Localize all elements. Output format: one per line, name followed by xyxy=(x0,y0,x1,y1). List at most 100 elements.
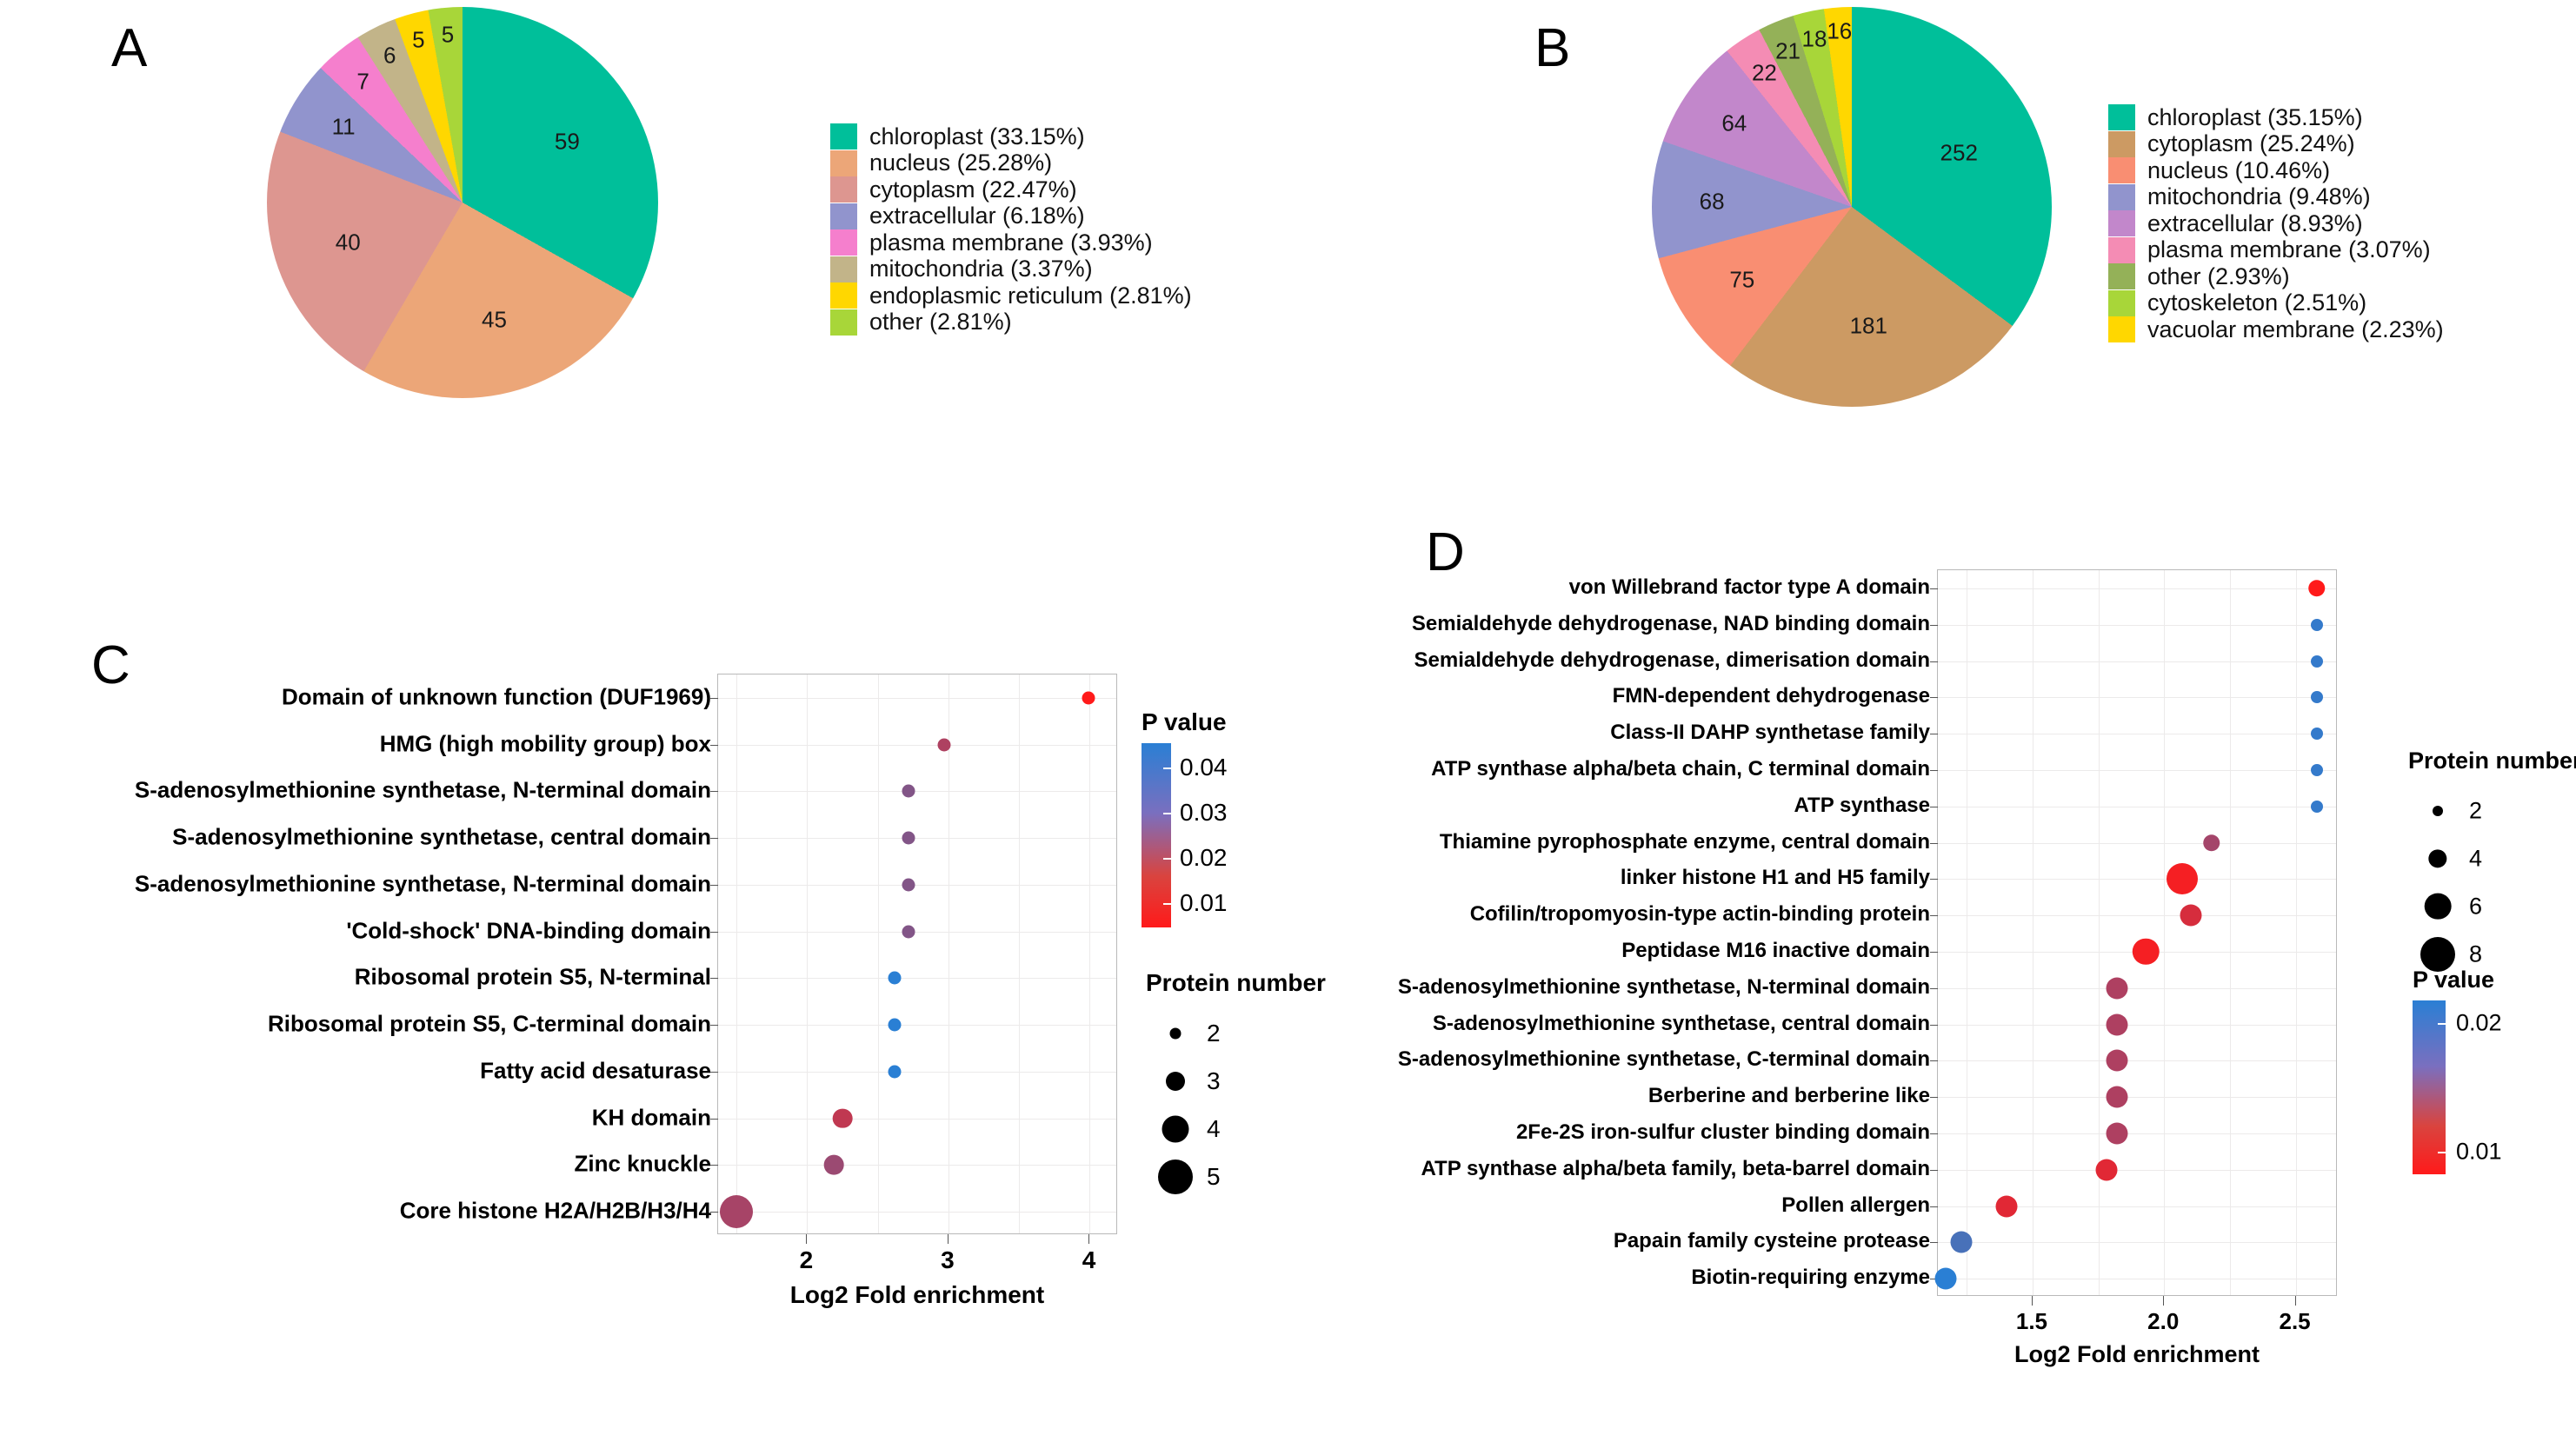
data-point xyxy=(902,925,915,939)
legend-swatch xyxy=(830,203,857,229)
pie-slice-value: 252 xyxy=(1940,139,1978,166)
x-tick-label: 2.5 xyxy=(2279,1308,2311,1334)
category-label: S-adenosylmethionine synthetase, N-termi… xyxy=(134,870,711,897)
legend-swatch xyxy=(2108,263,2135,290)
category-label: Fatty acid desaturase xyxy=(480,1057,711,1084)
y-tick-mark xyxy=(710,931,718,933)
color-scale-label: 0.01 xyxy=(1180,888,1228,916)
pie-slice-value: 59 xyxy=(554,128,580,155)
x-tick-mark xyxy=(2031,1296,2033,1306)
size-legend-label: 8 xyxy=(2469,940,2483,967)
data-point xyxy=(902,878,915,892)
category-label: Class-II DAHP synthetase family xyxy=(1610,721,1930,745)
data-point xyxy=(2106,977,2128,1000)
legend-swatch xyxy=(2108,210,2135,237)
gridline-vertical xyxy=(2229,570,2231,1295)
gridline-horizontal xyxy=(718,791,1116,793)
size-legend-dot xyxy=(2424,893,2452,920)
x-tick-label: 3 xyxy=(941,1246,955,1273)
size-legend-title: Protein number xyxy=(2408,748,2576,774)
legend-item: cytoskeleton (2.51%) xyxy=(2108,289,2444,317)
gridline-horizontal xyxy=(718,978,1116,980)
gridline-vertical xyxy=(2098,570,2100,1295)
category-label: S-adenosylmethionine synthetase, C-termi… xyxy=(1397,1047,1930,1072)
gridline-horizontal xyxy=(1938,1060,2336,1062)
size-legend-dot xyxy=(2428,848,2447,868)
legend-label: nucleus (10.46%) xyxy=(2147,156,2331,183)
size-legend-label: 5 xyxy=(1207,1162,1221,1190)
y-tick-mark xyxy=(1930,1242,1938,1244)
category-label: S-adenosylmethionine synthetase, central… xyxy=(1432,1011,1930,1035)
gridline-horizontal xyxy=(718,744,1116,746)
y-tick-mark xyxy=(1930,987,1938,989)
legend-swatch xyxy=(830,229,857,256)
pie-slice-value: 18 xyxy=(1801,25,1827,52)
gridline-horizontal xyxy=(1938,915,2336,917)
panel-c-letter: C xyxy=(91,635,130,695)
category-label: Semialdehyde dehydrogenase, NAD binding … xyxy=(1411,611,1930,635)
category-label: Ribosomal protein S5, C-terminal domain xyxy=(268,1010,711,1037)
gridline-horizontal xyxy=(1938,1097,2336,1099)
y-tick-mark xyxy=(710,744,718,746)
data-point xyxy=(823,1155,844,1175)
y-tick-mark xyxy=(710,697,718,699)
legend-item: cytoplasm (25.24%) xyxy=(2108,130,2444,158)
pie-slice-value: 68 xyxy=(1699,188,1725,215)
gridline-vertical xyxy=(2295,570,2297,1295)
category-label: Domain of unknown function (DUF1969) xyxy=(282,683,711,710)
legend-item: extracellular (8.93%) xyxy=(2108,210,2444,237)
gridline-horizontal xyxy=(1938,987,2336,989)
data-point xyxy=(2310,618,2323,631)
category-label: 'Cold-shock' DNA-binding domain xyxy=(346,917,711,944)
pie-slice-value: 64 xyxy=(1721,110,1747,136)
gridline-horizontal xyxy=(1938,1024,2336,1026)
gridline-vertical xyxy=(807,674,809,1233)
pie-slice-value: 6 xyxy=(383,42,396,69)
legend-swatch xyxy=(830,309,857,336)
legend-label: plasma membrane (3.93%) xyxy=(869,229,1153,256)
legend-swatch xyxy=(830,123,857,150)
gridline-horizontal xyxy=(718,697,1116,699)
panel-d-plot-area xyxy=(1930,569,2337,1296)
panel-c-plot-area xyxy=(710,674,1117,1234)
category-label: Thiamine pyrophosphate enzyme, central d… xyxy=(1439,829,1930,854)
data-point xyxy=(888,1065,902,1079)
x-tick-mark xyxy=(2294,1296,2296,1306)
gridline-horizontal xyxy=(718,838,1116,840)
size-legend-label: 6 xyxy=(2469,893,2483,919)
x-tick-mark xyxy=(947,1234,949,1244)
legend-item: extracellular (6.18%) xyxy=(830,203,1192,230)
legend-label: chloroplast (35.15%) xyxy=(2147,103,2363,130)
color-legend-title: P value xyxy=(2413,967,2495,993)
gridline-horizontal xyxy=(718,884,1116,886)
category-label: Cofilin/tropomyosin-type actin-binding p… xyxy=(1469,902,1930,927)
gridline-vertical xyxy=(2032,570,2034,1295)
legend-label: nucleus (25.28%) xyxy=(869,150,1053,176)
gridline-horizontal xyxy=(1938,842,2336,844)
size-legend-dot xyxy=(1169,1027,1181,1039)
pie-slice-value: 16 xyxy=(1827,17,1853,44)
y-tick-mark xyxy=(710,884,718,886)
legend-label: cytoskeleton (2.51%) xyxy=(2147,289,2367,316)
legend-label: other (2.93%) xyxy=(2147,262,2290,289)
size-legend-label: 4 xyxy=(1207,1114,1221,1142)
y-tick-mark xyxy=(1930,661,1938,662)
legend-swatch xyxy=(830,282,857,309)
pie-slice-value: 75 xyxy=(1729,266,1755,293)
size-legend-dot xyxy=(1158,1159,1193,1194)
size-legend-label: 2 xyxy=(2469,797,2483,823)
y-tick-mark xyxy=(1930,842,1938,844)
legend-item: other (2.81%) xyxy=(830,309,1192,336)
x-axis-title: Log2 Fold enrichment xyxy=(2014,1341,2260,1367)
data-point xyxy=(888,1018,902,1032)
color-scale-tick xyxy=(1163,857,1171,860)
legend-item: nucleus (10.46%) xyxy=(2108,157,2444,184)
y-tick-mark xyxy=(1930,1060,1938,1062)
color-scale-label: 0.02 xyxy=(2456,1009,2502,1036)
color-scale-label: 0.03 xyxy=(1180,799,1228,827)
data-point xyxy=(2180,904,2202,927)
legend-label: mitochondria (9.48%) xyxy=(2147,183,2371,210)
gridline-horizontal xyxy=(718,1071,1116,1073)
pie-slice-value: 5 xyxy=(441,21,455,48)
